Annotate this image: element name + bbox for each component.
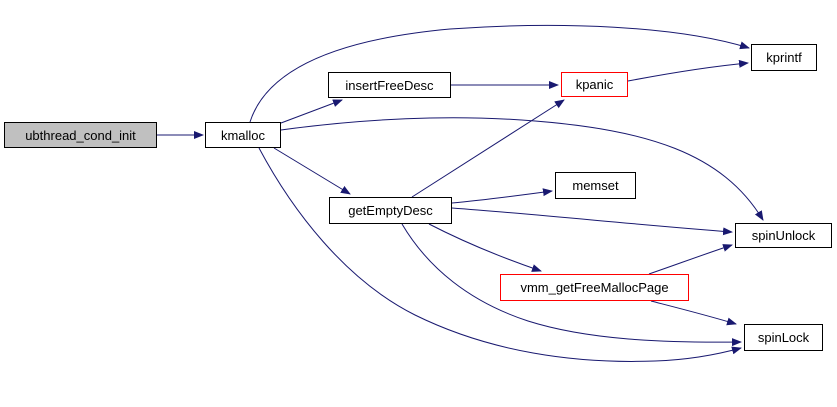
node-ubthread_cond_init: ubthread_cond_init: [4, 122, 157, 148]
edge-getEmptyDesc-spinUnlock: [451, 207, 733, 236]
edge-vmm_getFreeMallocPage-spinLock: [650, 300, 737, 326]
node-kprintf[interactable]: kprintf: [751, 44, 817, 71]
edge-getEmptyDesc-vmm_getFreeMallocPage: [428, 223, 542, 272]
edge-getEmptyDesc-kpanic: [411, 99, 565, 198]
node-kmalloc[interactable]: kmalloc: [205, 122, 281, 148]
edge-getEmptyDesc-spinLock: [401, 223, 742, 347]
node-vmm_getFreeMallocPage[interactable]: vmm_getFreeMallocPage: [500, 274, 689, 301]
node-memset[interactable]: memset: [555, 172, 636, 199]
edge-kmalloc-spinLock: [258, 147, 742, 362]
edge-getEmptyDesc-memset: [451, 188, 553, 204]
node-insertFreeDesc[interactable]: insertFreeDesc: [328, 72, 451, 98]
node-spinUnlock[interactable]: spinUnlock: [735, 223, 832, 248]
node-kpanic[interactable]: kpanic: [561, 72, 628, 97]
edge-kpanic-kprintf: [627, 59, 749, 82]
edge-kmalloc-kprintf: [249, 24, 750, 123]
edge-kmalloc-spinUnlock: [280, 117, 764, 221]
edge-vmm_getFreeMallocPage-spinUnlock: [648, 244, 733, 275]
node-getEmptyDesc[interactable]: getEmptyDesc: [329, 197, 452, 224]
edge-kmalloc-insertFreeDesc: [280, 99, 343, 124]
edge-kmalloc-getEmptyDesc: [273, 147, 351, 195]
node-spinLock[interactable]: spinLock: [744, 324, 823, 351]
